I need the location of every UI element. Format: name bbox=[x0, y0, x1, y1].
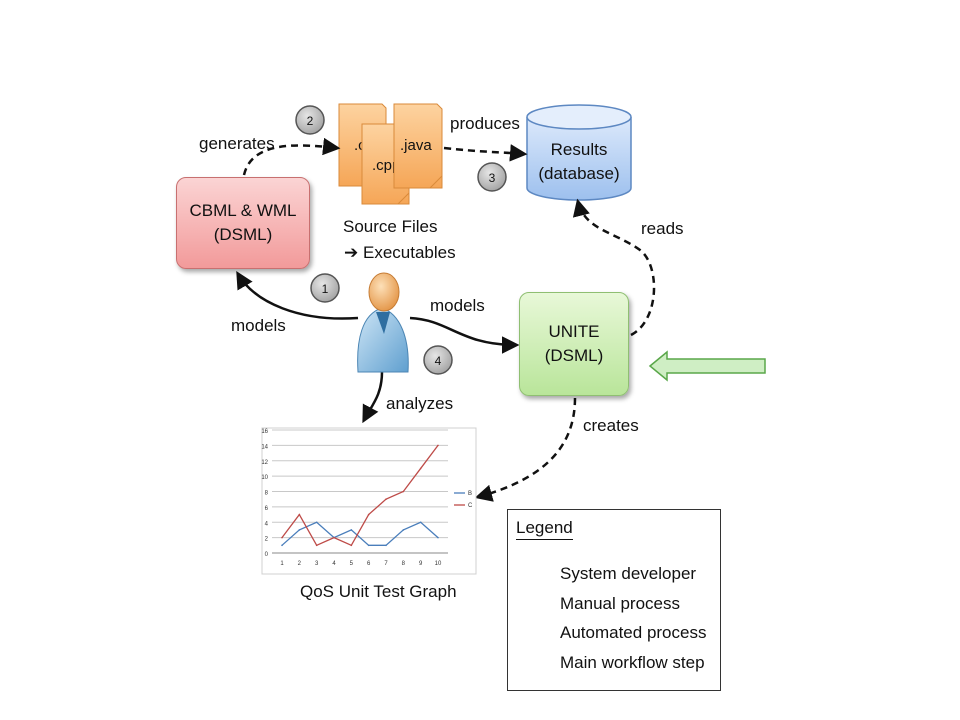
legend-item-automated-process: Automated process bbox=[560, 623, 707, 642]
data-point bbox=[298, 513, 301, 516]
models-right-edge bbox=[409, 316, 520, 354]
x-tick-label: 1 bbox=[280, 561, 284, 567]
reads-label: reads bbox=[641, 219, 684, 238]
svg-text:4: 4 bbox=[435, 354, 442, 368]
data-point bbox=[350, 529, 353, 531]
highlight-arrow-icon bbox=[648, 350, 766, 382]
results-node: Results (database) bbox=[528, 138, 630, 186]
models-left-label: models bbox=[231, 316, 286, 335]
legend-title: Legend bbox=[516, 518, 573, 540]
x-tick-label: 7 bbox=[384, 561, 388, 567]
person-icon bbox=[357, 272, 409, 373]
series-line-C bbox=[281, 444, 439, 547]
graph-title: QoS Unit Test Graph bbox=[300, 582, 457, 601]
source-files-label: Source Files bbox=[343, 217, 438, 236]
data-point bbox=[281, 536, 283, 539]
x-tick-label: 2 bbox=[298, 561, 302, 567]
legend-label-B: B bbox=[468, 491, 472, 497]
results-node-subtitle: (database) bbox=[538, 164, 620, 183]
unite-node-title: UNITE bbox=[548, 322, 600, 341]
svg-text:2: 2 bbox=[307, 114, 314, 128]
results-database-icon bbox=[526, 104, 632, 201]
data-point bbox=[402, 529, 405, 531]
y-tick-label: 10 bbox=[261, 475, 268, 481]
x-tick-label: 6 bbox=[367, 561, 371, 567]
legend-item-main-workflow-step: Main workflow step bbox=[560, 653, 705, 672]
y-tick-label: 2 bbox=[265, 537, 269, 543]
data-point bbox=[333, 536, 335, 539]
data-point bbox=[367, 513, 370, 516]
cbml-wml-node: CBML & WML (DSML) bbox=[176, 177, 310, 269]
creates-edge bbox=[474, 397, 577, 502]
y-tick-label: 16 bbox=[261, 429, 268, 435]
file-label: .java bbox=[400, 137, 432, 154]
cbml-node-subtitle: (DSML) bbox=[213, 225, 273, 244]
right-arrow-icon: ➔ bbox=[344, 243, 359, 262]
data-point bbox=[367, 544, 370, 547]
models-left-edge bbox=[236, 270, 359, 320]
file-java-icon: .java bbox=[393, 103, 443, 189]
data-point bbox=[385, 498, 387, 500]
produces-label: produces bbox=[450, 114, 520, 133]
reads-edge bbox=[572, 198, 656, 337]
data-point bbox=[385, 544, 387, 547]
data-point bbox=[281, 544, 283, 547]
cbml-node-title: CBML & WML bbox=[189, 201, 297, 220]
data-point bbox=[437, 444, 439, 447]
data-point bbox=[419, 467, 422, 470]
source-files-icon: .c .cpp .java bbox=[338, 103, 443, 205]
x-tick-label: 3 bbox=[315, 561, 319, 567]
y-tick-label: 6 bbox=[265, 506, 269, 512]
y-tick-label: 8 bbox=[265, 491, 269, 497]
y-tick-label: 0 bbox=[265, 552, 269, 558]
results-node-title: Results bbox=[550, 140, 608, 159]
x-tick-label: 9 bbox=[419, 561, 423, 567]
unite-node: UNITE (DSML) bbox=[519, 292, 629, 396]
step-circle-4: 4 bbox=[423, 345, 453, 375]
executables-label: ➔ Executables bbox=[344, 243, 456, 262]
x-tick-label: 4 bbox=[332, 561, 336, 567]
data-point bbox=[315, 544, 318, 547]
step-circle-1: 1 bbox=[310, 273, 340, 303]
y-tick-label: 12 bbox=[261, 460, 268, 466]
x-tick-label: 5 bbox=[350, 561, 354, 567]
step-circle-3: 3 bbox=[477, 162, 507, 192]
data-point bbox=[437, 536, 439, 539]
file-label: .cpp bbox=[372, 157, 400, 174]
data-point bbox=[402, 490, 405, 493]
data-point bbox=[315, 521, 318, 524]
svg-text:3: 3 bbox=[489, 171, 496, 185]
analyzes-edge bbox=[362, 371, 384, 424]
models-right-label: models bbox=[430, 296, 485, 315]
creates-label: creates bbox=[583, 416, 639, 435]
legend-item-system-developer: System developer bbox=[560, 564, 697, 583]
legend-item-manual-process: Manual process bbox=[560, 594, 681, 613]
unite-node-subtitle: (DSML) bbox=[544, 346, 604, 365]
x-tick-label: 10 bbox=[435, 561, 442, 567]
svg-text:1: 1 bbox=[322, 282, 329, 296]
x-tick-label: 8 bbox=[402, 561, 406, 567]
data-point bbox=[350, 544, 353, 547]
y-tick-label: 14 bbox=[261, 444, 268, 450]
legend-panel: Legend System developer Manual process A… bbox=[507, 509, 721, 691]
data-point bbox=[419, 521, 422, 524]
legend-label-C: C bbox=[468, 503, 473, 509]
produces-edge bbox=[443, 144, 528, 162]
y-tick-label: 4 bbox=[265, 521, 269, 527]
generates-edge bbox=[242, 137, 341, 176]
step-circle-2: 2 bbox=[295, 105, 325, 135]
analyzes-label: analyzes bbox=[386, 394, 454, 413]
series-line-B bbox=[281, 521, 439, 546]
generates-label: generates bbox=[199, 134, 275, 153]
data-point bbox=[298, 529, 301, 531]
